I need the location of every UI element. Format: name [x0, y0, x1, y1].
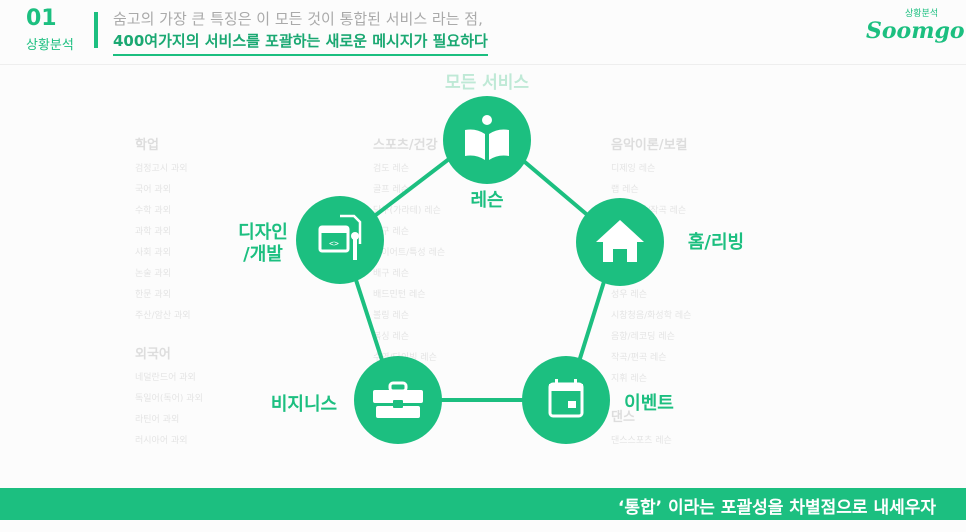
service-category-title: 학업: [135, 138, 159, 153]
service-item: 국어 과외: [135, 185, 171, 195]
lesson-label: 레슨: [470, 190, 504, 211]
footer-text: ‘통합’ 이라는 포괄성을 차별점으로 내세우자: [617, 498, 936, 518]
section-title: 상황분석: [26, 38, 74, 53]
service-item: 배드민턴 레슨: [373, 290, 426, 300]
service-category-title: 댄스: [611, 410, 635, 425]
service-item: 논술 과외: [135, 269, 171, 279]
node-lesson: [443, 96, 531, 184]
service-item: 성우 레슨: [611, 290, 647, 300]
event-label: 이벤트: [624, 393, 674, 414]
service-item: 농구 레슨: [373, 227, 409, 237]
service-item: 작곡/편곡 레슨: [611, 353, 667, 363]
service-category-title: 음악이론/보컬: [611, 138, 688, 153]
calendar-icon: [548, 379, 584, 418]
service-item: 주산/암산 과외: [135, 311, 191, 321]
brand-section: 상황분석: [905, 9, 939, 19]
service-item: 복싱 레슨: [373, 332, 409, 342]
business-label: 비지니스: [270, 394, 338, 415]
service-item: 라틴어 과외: [135, 415, 180, 425]
divider: [94, 12, 98, 48]
service-item: 독일어(독어) 과외: [135, 394, 203, 404]
all-services-label: 모든 서비스: [444, 73, 530, 93]
service-item: 골프 레슨: [373, 185, 409, 195]
footer-banner: ‘통합’ 이라는 포괄성을 차별점으로 내세우자: [0, 488, 966, 520]
service-item: 음향/레코딩 레슨: [611, 332, 675, 342]
service-item: 다이어트/특성 레슨: [373, 248, 446, 258]
service-item: 볼링 레슨: [373, 311, 409, 321]
service-category-title: 외국어: [135, 347, 171, 362]
design-dev-label: 디자인/개발: [228, 222, 298, 266]
service-item: 수학 과외: [135, 206, 171, 216]
briefcase-icon: [373, 381, 423, 418]
node-business: [354, 356, 442, 444]
node-home: [576, 198, 664, 286]
service-item: 댄스스포츠 레슨: [611, 436, 672, 446]
service-item: 러시아어 과외: [135, 436, 188, 446]
header-divider: [0, 64, 966, 65]
svg-text:<>: <>: [329, 239, 339, 248]
design-dev-icon: <>: [318, 214, 362, 260]
service-category-title: 스포츠/건강: [373, 138, 438, 153]
service-item: 시창청음/화성학 레슨: [611, 311, 692, 321]
service-item: 랩 레슨: [611, 185, 639, 195]
headline-line2: 400여가지의 서비스를 포괄하는 새로운 메시지가 필요하다: [113, 30, 488, 56]
book-icon: [465, 115, 509, 160]
service-item: 배구 레슨: [373, 269, 409, 279]
dev-label: /개발: [243, 244, 283, 265]
design-label: 디자인: [238, 222, 288, 243]
section-number: 01: [26, 6, 57, 31]
service-item: 과학 과외: [135, 227, 171, 237]
service-item: 지휘 레슨: [611, 374, 647, 384]
service-item: 디제잉 레슨: [611, 164, 656, 174]
node-event: [522, 356, 610, 444]
service-item: 당구(가라테) 레슨: [373, 206, 441, 216]
home-icon: [596, 220, 644, 262]
service-item: 사회 과외: [135, 248, 171, 258]
service-item: 검정고시 과외: [135, 164, 188, 174]
service-item: 검도 레슨: [373, 164, 409, 174]
node-design-dev: <>: [296, 196, 384, 284]
service-item: 네덜란드어 과외: [135, 373, 196, 383]
headline-line1: 숨고의 가장 큰 특징은 이 모든 것이 통합된 서비스 라는 점,: [113, 10, 483, 28]
soomgo-logo: Soomgo: [866, 18, 965, 44]
home-living-label: 홈/리빙: [687, 232, 745, 253]
service-item: 한문 과외: [135, 290, 171, 300]
